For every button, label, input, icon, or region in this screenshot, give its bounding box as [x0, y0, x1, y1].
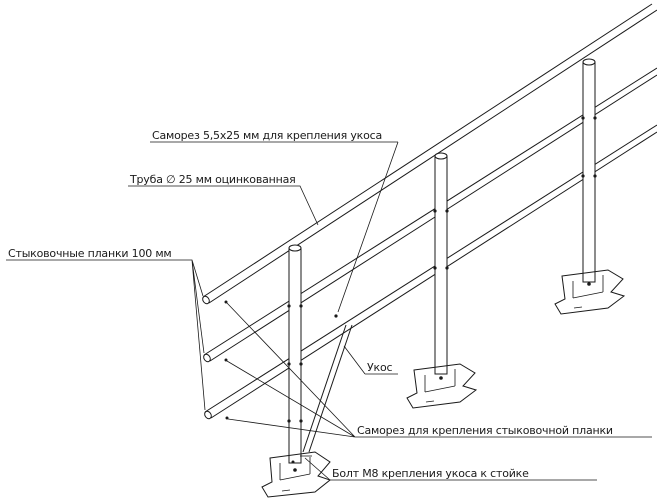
label-pipe: Труба ∅ 25 мм оцинкованная [129, 173, 296, 186]
base-plate-middle [406, 363, 478, 409]
label-bolt: Болт М8 крепления укоса к стойке [332, 467, 529, 480]
label-self-tap-brace: Саморез 5,5х25 мм для крепления укоса [152, 129, 382, 142]
label-brace: Укос [367, 361, 392, 374]
post-middle [406, 152, 478, 409]
labels: Саморез 5,5х25 мм для крепления укоса Тр… [8, 129, 613, 480]
base-plate-front [261, 451, 332, 498]
top-rail [202, 3, 657, 305]
leader-lines [6, 141, 652, 481]
label-joint-plates: Стыковочные планки 100 мм [8, 247, 172, 260]
base-plate-back [554, 269, 626, 315]
joint-screws [224, 300, 229, 420]
post-back [554, 58, 626, 315]
label-self-tap-plate: Саморез для крепления стыковочной планки [357, 424, 613, 437]
post-front [261, 244, 332, 498]
